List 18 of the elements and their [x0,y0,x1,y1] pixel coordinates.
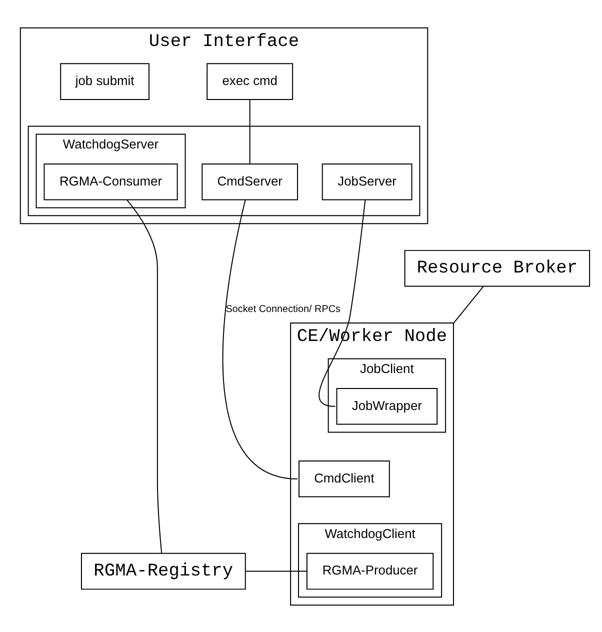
node-box: RGMA-Producer [306,552,434,590]
node-box: JobWrapper [336,388,438,424]
node-box: Resource Broker [404,249,590,286]
edge-label: Socket Connection/ RPCs [226,304,340,315]
node-box: JobServer [322,163,412,200]
connector [126,198,162,554]
connector [222,199,298,479]
connector [318,199,366,406]
node-box: CmdClient [298,460,390,497]
connector [245,570,308,572]
node-box: job submit [60,62,150,100]
node-box: RGMA-Registry [80,552,246,590]
node-box: RGMA-Consumer [44,163,178,200]
connector [452,285,484,324]
connector [249,98,250,164]
cluster [28,125,420,216]
node-box: exec cmd [206,62,294,100]
node-box: CmdServer [202,163,298,200]
